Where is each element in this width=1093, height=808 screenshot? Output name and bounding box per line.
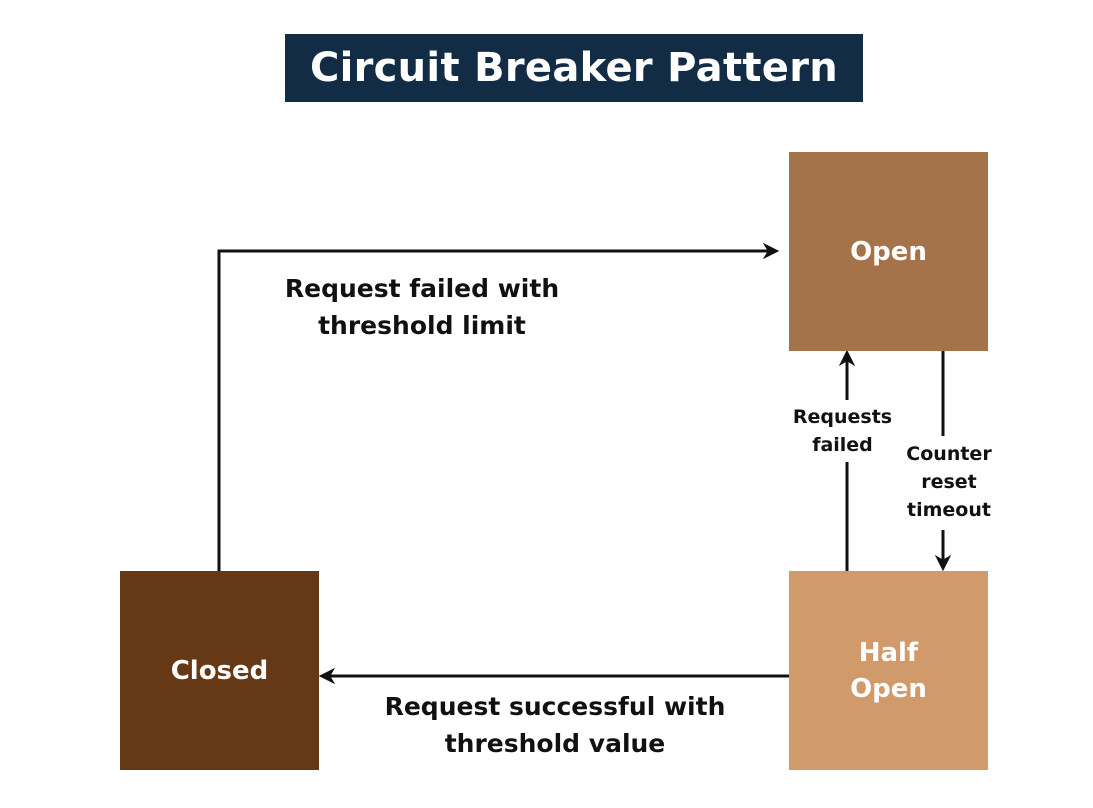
state-open: Open xyxy=(789,152,988,351)
transition-label-half-open-to-closed: Request successful with threshold value xyxy=(384,692,726,758)
arrow-closed-to-open xyxy=(217,242,780,571)
state-closed: Closed xyxy=(120,571,319,770)
state-open-label: Open xyxy=(850,236,927,267)
diagram-title: Circuit Breaker Pattern xyxy=(285,34,863,102)
transition-label-closed-to-open: Request failed with threshold limit xyxy=(284,274,560,340)
state-half-open-label: Half Open xyxy=(850,637,927,704)
state-half-open: Half Open xyxy=(789,571,988,770)
transition-label-open-to-half-open: Counter reset timeout xyxy=(906,443,992,521)
state-closed-label: Closed xyxy=(170,655,269,686)
transition-label-half-open-to-open: Requests failed xyxy=(792,406,893,456)
title-text: Circuit Breaker Pattern xyxy=(309,45,839,91)
